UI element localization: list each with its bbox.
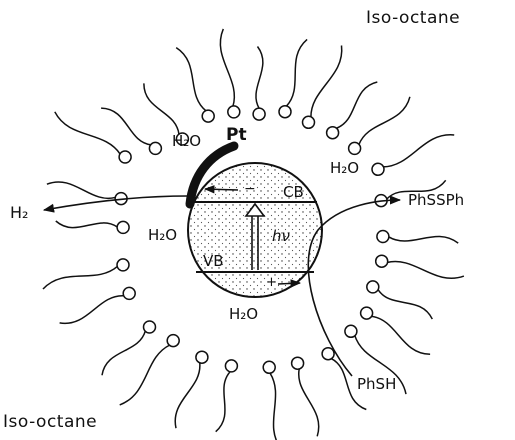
solvent-label-top: Iso-octane [366, 10, 460, 27]
thiol-oxidation-arrow [308, 200, 400, 376]
surfactant-head [167, 335, 179, 347]
photon-label: hν [272, 229, 290, 244]
surfactant-head [253, 108, 265, 120]
surfactant-tail [216, 371, 231, 431]
disulfide-product-label: PhSSPh [408, 193, 464, 208]
platinum-label: Pt [226, 127, 247, 144]
surfactant-head [263, 361, 275, 373]
surfactant-head [322, 348, 334, 360]
surfactant-tail [256, 47, 263, 109]
solvent-label-bottom: Iso-octane [3, 414, 97, 431]
surfactant-head [117, 259, 129, 271]
surfactant-tail [176, 48, 206, 111]
surfactant-head [349, 142, 361, 154]
electron-transfer-arrow [205, 189, 238, 190]
surfactant-head [372, 163, 384, 175]
surfactant-tail [270, 373, 282, 440]
surfactant-tail [102, 331, 145, 376]
surfactant-tail [388, 236, 458, 243]
surfactant-tail [120, 345, 170, 405]
water-label-bottom: H₂O [229, 307, 258, 322]
electron-symbol: − [244, 182, 256, 196]
surfactant-tail [220, 29, 234, 107]
surfactant-head [367, 281, 379, 293]
surfactant-head [292, 357, 304, 369]
surfactant-tail [359, 97, 410, 145]
surfactant-head [361, 307, 373, 319]
surfactant-head [228, 106, 240, 118]
surfactant-tail [55, 112, 121, 155]
surfactant-head [377, 231, 389, 243]
surfactant-tail [387, 261, 464, 278]
surfactant-tail [311, 46, 342, 118]
surfactant-head [123, 287, 135, 299]
surfactant-tail [371, 316, 430, 354]
surfactant-tail [299, 369, 319, 437]
water-label-upper-left: H₂O [172, 134, 201, 149]
surfactant-head [303, 116, 315, 128]
surfactant-tail [175, 362, 200, 428]
surfactant-head [202, 110, 214, 122]
conduction-band-label: CB [283, 185, 304, 200]
surfactant-head [376, 255, 388, 267]
surfactant-tail [43, 266, 118, 289]
surfactant-tail [60, 296, 125, 324]
water-label-upper-right: H₂O [330, 161, 359, 176]
surfactant-tail [56, 221, 118, 228]
surfactant-tail [286, 39, 307, 106]
surfactant-tail [336, 82, 377, 128]
thiol-reactant-label: PhSH [357, 377, 396, 392]
surfactant-tail [144, 83, 179, 134]
valence-band-label: VB [203, 254, 224, 269]
surfactant-head [327, 127, 339, 139]
hole-transfer-arrow [278, 283, 300, 284]
hole-symbol: + [266, 276, 277, 289]
surfactant-head [279, 106, 291, 118]
surfactant-head [144, 321, 156, 333]
hydrogen-product-label: H₂ [10, 205, 28, 221]
surfactant-head [149, 142, 161, 154]
surfactant-tail [378, 289, 433, 319]
surfactant-tail [383, 135, 454, 167]
surfactant-head [225, 360, 237, 372]
surfactant-head [119, 151, 131, 163]
surfactant-head [117, 221, 129, 233]
surfactant-head [345, 325, 357, 337]
water-label-left: H₂O [148, 228, 177, 243]
surfactant-tail [101, 108, 151, 145]
surfactant-head [196, 351, 208, 363]
surfactant-tail [47, 182, 116, 198]
